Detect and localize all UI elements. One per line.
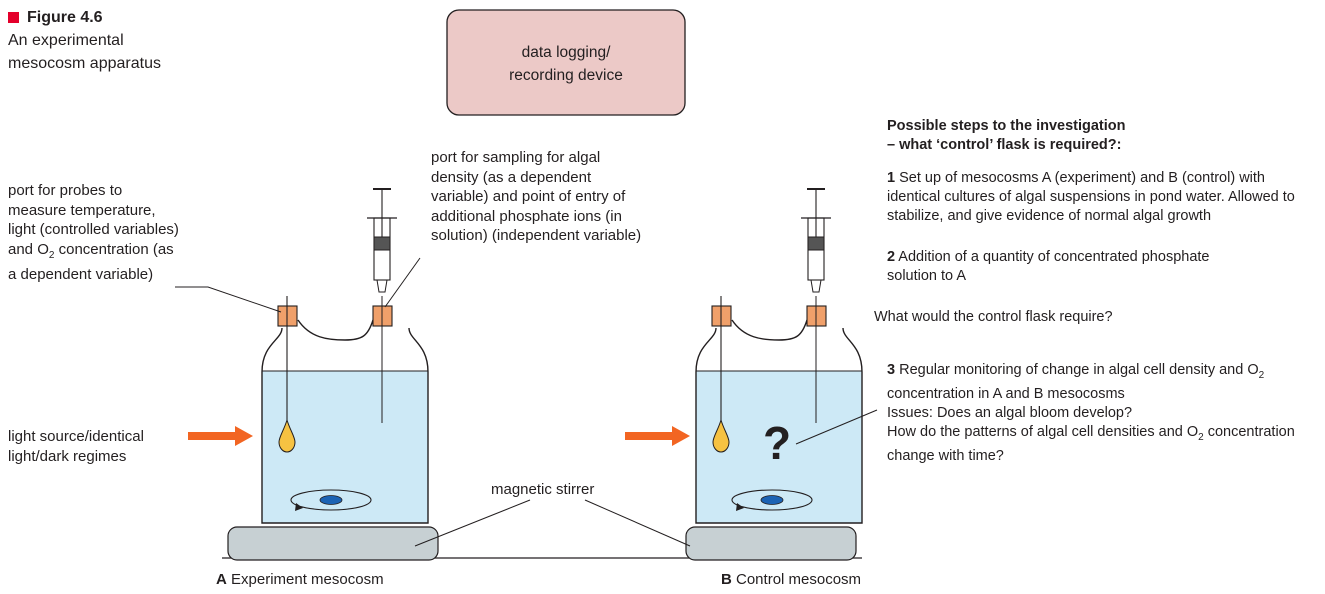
sampling-port-leader-line [384,257,421,308]
probe-port-leader-line [175,286,282,313]
step-1-text: Set up of mesocosms A (experiment) and B… [887,170,1295,224]
step-2-number: 2 [887,249,896,265]
flask-a-syringe-tip [376,279,388,293]
figure-caption-line-2: mesocosm apparatus [8,55,161,72]
steps-heading-line-1: Possible steps to the investigation [887,118,1126,134]
flask-b-syringe-tip [810,279,822,293]
issues-line-2b: concentration change with time? [887,423,1295,464]
figure-number-text: Figure 4.6 [27,9,103,26]
stirrer-base-a [227,526,439,561]
magnetic-stirrer-label: magnetic stirrer [491,481,595,498]
sampling-port-line-5: solution) (independent variable) [431,227,642,244]
step-3-number: 3 [887,362,896,378]
probe-port-line-2: measure temperature, [8,201,156,219]
steps-heading-line-2: – what ‘control’ flask is required?: [887,137,1122,153]
flask-a-water [262,371,428,523]
light-source-line-1: light source/identical [8,428,144,445]
flask-a-light-arrow [188,426,253,446]
sampling-port-line-3: variable) and point of entry of [431,188,626,205]
sampling-port-line-2: density (as a dependent [431,168,592,186]
flask-a-letter: A [216,571,227,588]
flask-b [625,188,863,561]
flask-b-swirl-arrow [736,503,744,511]
sampling-port-line-1: port for sampling for algal [431,149,601,166]
light-source-label: light source/identical light/dark regime… [8,427,144,466]
figure-marker-square [8,12,19,23]
flask-b-water [696,371,862,523]
probe-port-line-5: a dependent variable) [8,266,154,283]
step-3-text-a: Regular monitoring of change in algal ce… [895,362,1259,378]
flask-b-stir-bar [760,495,784,505]
flask-b-light-arrow [625,426,690,446]
issues-subscript: 2 [1198,431,1204,443]
flask-a-stir-swirl [290,489,372,511]
probe-port-line-1: port for probes to [8,182,123,199]
flask-b-bridge [731,319,808,341]
flask-a-swirl-arrow [295,503,303,511]
probe-port-line-4: and O2 concentration (as [8,240,179,266]
flask-b-letter: B [721,571,732,588]
flask-a-stir-bar [319,495,343,505]
step-1: 1 Set up of mesocosms A (experiment) and… [887,169,1307,226]
flask-b-caption: B Control mesocosm [721,570,861,590]
o2-prefix: and O [8,240,49,258]
light-source-line-2: light/dark regimes [8,447,127,465]
issues-line-1: Issues: Does an algal bloom develop? [887,404,1133,421]
flask-b-probe-bulb [712,418,730,453]
step-2: 2 Addition of a quantity of concentrated… [887,248,1257,286]
flask-b-body [695,327,863,524]
flask-a-syringe-plunger-seal [373,236,391,251]
step-2-text: Addition of a quantity of concentrated p… [887,249,1210,284]
sampling-port-label: port for sampling for algal density (as … [431,148,641,246]
flask-a-name: Experiment mesocosm [226,571,384,588]
device-label-line-1: data logging/ [522,44,611,61]
investigation-steps: Possible steps to the investigation – wh… [874,117,1317,488]
stirrer-leader-a [414,499,531,547]
question-leader-line [795,409,878,445]
data-logging-device-box [446,9,686,116]
steps-heading: Possible steps to the investigation – wh… [887,117,1317,155]
flask-a-body [261,327,429,524]
flask-a [188,188,439,561]
flask-b-stir-swirl [731,489,813,511]
figure-heading: Figure 4.6 An experimental mesocosm appa… [8,6,161,75]
step-3: 3 Regular monitoring of change in algal … [887,361,1307,466]
stirrer-leader-b [584,499,691,547]
stirrer-base-b [685,526,857,561]
issues-line-2a: How do the patterns of algal cell densit… [887,423,1199,440]
flask-a-caption: A Experiment mesocosm [216,570,384,590]
step-3-text-b: concentration in A and B mesocosms [887,385,1125,402]
control-question: What would the control flask require? [874,309,1113,325]
probe-port-line-3: light (controlled variables) [8,221,179,238]
figure-caption-line-1: An experimental [8,32,124,49]
flask-a-probe-bulb [278,418,296,453]
flask-b-syringe-plunger-seal [807,236,825,251]
device-label-line-2: recording device [509,67,623,84]
figure-number: Figure 4.6 [8,6,161,29]
question-mark: ? [763,417,792,469]
probe-port-label: port for probes to measure temperature, … [8,181,179,285]
flask-a-bridge [297,319,374,341]
flask-b-name: Control mesocosm [731,571,862,588]
step-1-number: 1 [887,170,896,186]
sampling-port-line-4: additional phosphate ions (in [431,207,622,225]
step-3-subscript: 2 [1258,369,1265,381]
o2-subscript: 2 [48,249,55,261]
o2-suffix: concentration (as [54,240,174,258]
